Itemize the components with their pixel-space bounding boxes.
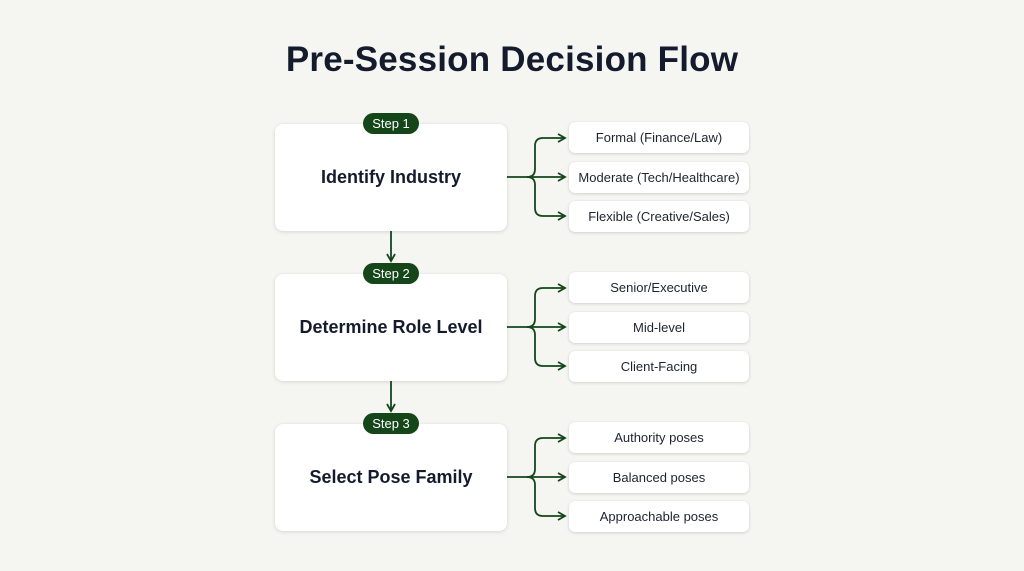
option-approachable-poses: Approachable poses	[569, 501, 749, 532]
option-flexible: Flexible (Creative/Sales)	[569, 201, 749, 232]
option-authority-poses: Authority poses	[569, 422, 749, 453]
step-1-badge: Step 1	[363, 113, 419, 134]
step-2-title: Determine Role Level	[299, 317, 483, 337]
option-moderate: Moderate (Tech/Healthcare)	[569, 162, 749, 193]
step-1-title: Identify Industry	[320, 167, 461, 187]
step-3-title: Select Pose Family	[309, 467, 473, 487]
option-senior-executive: Senior/Executive	[569, 272, 749, 303]
step-1-box: Identify Industry	[275, 124, 507, 231]
option-formal: Formal (Finance/Law)	[569, 122, 749, 153]
option-balanced-poses: Balanced poses	[569, 462, 749, 493]
step-3-badge: Step 3	[363, 413, 419, 434]
step-2-box: Determine Role Level	[275, 274, 507, 381]
step-3-box: Select Pose Family	[275, 424, 507, 531]
option-mid-level: Mid-level	[569, 312, 749, 343]
page-title: Pre-Session Decision Flow	[285, 40, 739, 79]
option-client-facing: Client-Facing	[569, 351, 749, 382]
step-2-badge: Step 2	[363, 263, 419, 284]
